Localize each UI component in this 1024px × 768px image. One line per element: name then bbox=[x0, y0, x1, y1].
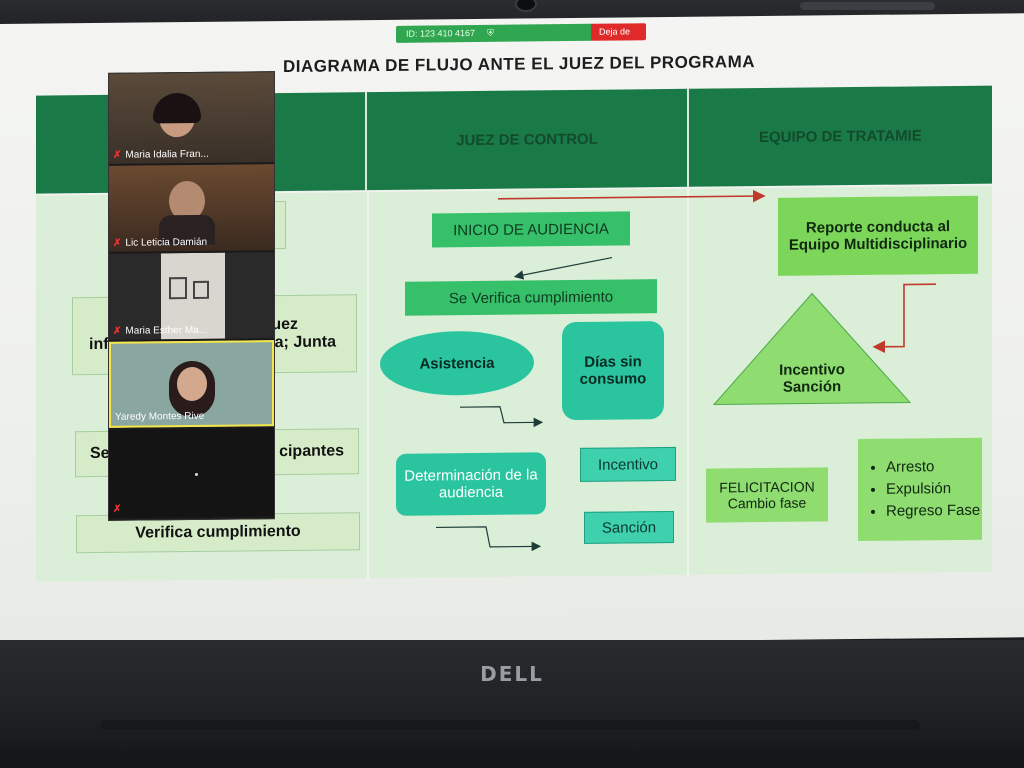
wall-frame bbox=[169, 277, 187, 300]
hinge bbox=[100, 720, 920, 730]
mic-muted-icon: ✗ bbox=[113, 149, 122, 161]
video-off-dot bbox=[195, 472, 198, 476]
webcam bbox=[515, 0, 537, 12]
participant-tile[interactable]: ✗ bbox=[109, 428, 274, 518]
participant-face-front bbox=[177, 366, 207, 402]
mic-muted-icon: ✗ bbox=[113, 325, 122, 337]
arrow-to-triangle bbox=[872, 283, 936, 354]
laptop-bottom-bezel bbox=[0, 640, 1024, 768]
mic-muted-icon: ✗ bbox=[113, 237, 122, 249]
arrow-to-verifica bbox=[513, 257, 613, 280]
participant-tile-active[interactable]: Yaredy Montes Rive bbox=[109, 340, 274, 428]
arrow-asistencia bbox=[460, 406, 544, 428]
arrow-to-reporte bbox=[498, 189, 766, 203]
participants-panel: ✗Maria Idalia Fran... ✗Lic Leticia Damiá… bbox=[108, 71, 275, 521]
participant-name: ✗Maria Idalia Fran... bbox=[113, 148, 209, 161]
wall-frame bbox=[193, 280, 209, 299]
participant-hair bbox=[153, 92, 201, 124]
participant-name: Yaredy Montes Rive bbox=[115, 410, 205, 423]
participant-tile[interactable]: ✗Maria Esther Ma... bbox=[109, 252, 274, 340]
mic-muted-icon: ✗ bbox=[113, 503, 122, 515]
arrow-determinacion bbox=[436, 526, 542, 552]
participant-name: ✗Maria Esther Ma... bbox=[113, 324, 208, 337]
participant-name: ✗ bbox=[113, 504, 125, 515]
screen: ID: 123 410 4167 ⛨ Deja de DIAGRAMA DE F… bbox=[0, 13, 1024, 648]
flow-arrows bbox=[436, 189, 936, 552]
dell-logo: DELL bbox=[480, 662, 544, 686]
participant-name: ✗Lic Leticia Damián bbox=[113, 236, 208, 249]
bezel-slot bbox=[800, 2, 935, 10]
participant-tile[interactable]: ✗Lic Leticia Damián bbox=[109, 164, 274, 252]
participant-tile[interactable]: ✗Maria Idalia Fran... bbox=[109, 72, 274, 164]
incentivo-sancion-triangle bbox=[712, 292, 912, 406]
